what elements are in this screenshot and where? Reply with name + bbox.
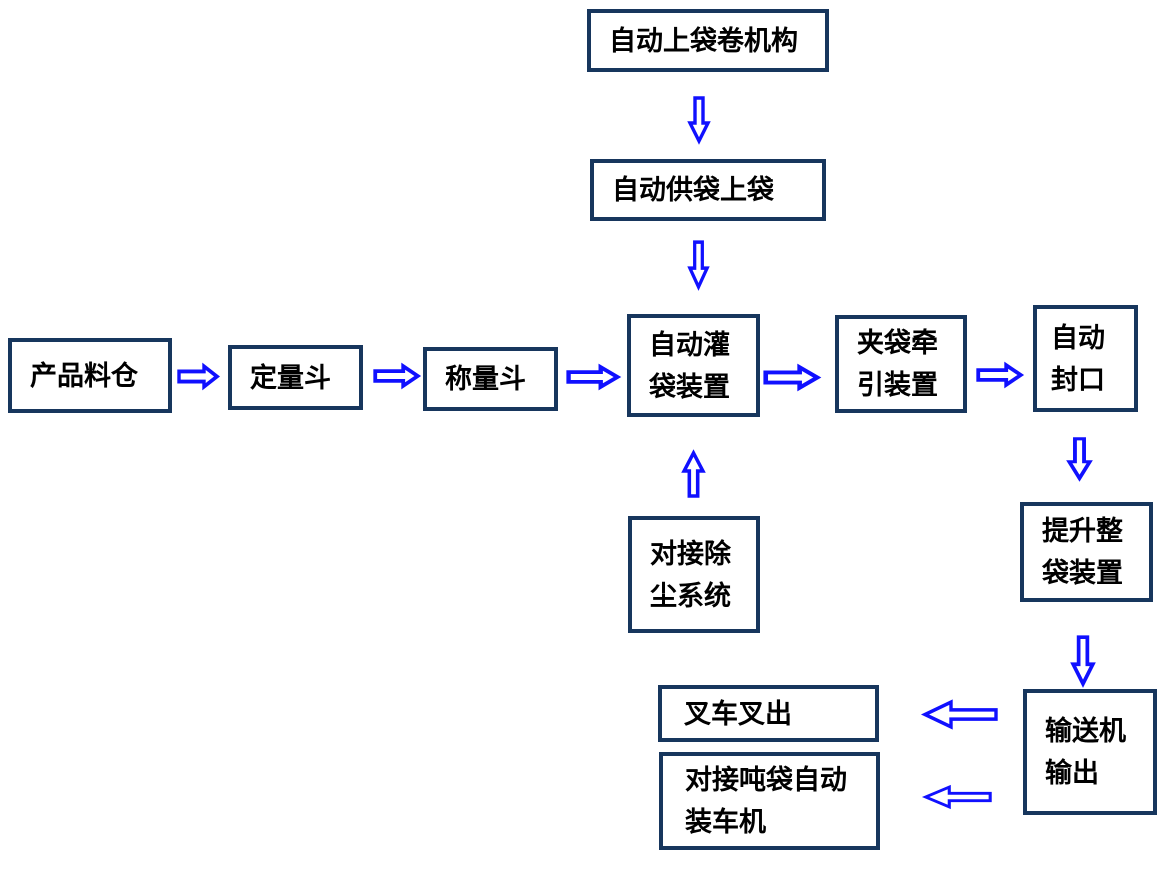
arrow-down-icon <box>687 96 711 145</box>
flow-box-label: 对接吨袋自动 <box>685 765 847 795</box>
flow-box-label: 称量斗 <box>445 364 526 394</box>
arrow-down-icon <box>1070 635 1096 688</box>
flow-box-label: 封口 <box>1051 364 1105 395</box>
arrow-right-icon <box>763 363 822 392</box>
flow-box-label: 提升整 <box>1042 516 1123 546</box>
flow-box-auto-bag-feed: 自动供袋上袋 <box>590 159 826 221</box>
flow-box-label: 袋装置 <box>1042 558 1123 588</box>
flow-box-label: 装车机 <box>685 807 766 837</box>
flow-box-label: 夹袋牵 <box>857 328 938 358</box>
arrow-left-icon <box>920 699 998 730</box>
flow-box-weighing-hopper: 称量斗 <box>423 347 558 411</box>
flow-box-label: 自动供袋上袋 <box>612 175 774 205</box>
flow-box-label: 自动灌 <box>649 329 730 360</box>
flow-box-bag-lifting-device: 提升整 袋装置 <box>1020 502 1153 602</box>
flow-box-conveyor-output: 输送机 输出 <box>1023 689 1157 815</box>
flow-box-auto-bag-roll-mechanism: 自动上袋卷机构 <box>587 9 829 72</box>
flow-box-label: 输出 <box>1045 758 1099 788</box>
flow-box-label: 产品料仓 <box>30 360 138 391</box>
flow-box-ton-bag-truck-loader: 对接吨袋自动 装车机 <box>659 752 880 850</box>
flow-box-bag-clamp-traction-device: 夹袋牵 引装置 <box>835 315 967 413</box>
flow-box-auto-sealing: 自动 封口 <box>1033 305 1138 412</box>
arrow-up-icon <box>681 449 706 498</box>
arrow-right-icon <box>177 362 220 391</box>
flow-box-product-silo: 产品料仓 <box>8 338 172 413</box>
flow-box-label: 自动 <box>1051 322 1105 353</box>
flow-box-dosing-hopper: 定量斗 <box>228 345 363 410</box>
flow-box-auto-bag-filling-device: 自动灌 袋装置 <box>627 314 760 417</box>
flow-box-dust-removal-system: 对接除 尘系统 <box>628 516 760 633</box>
flow-box-label: 对接除 <box>650 538 731 569</box>
arrow-down-icon <box>1066 437 1093 482</box>
flow-box-label: 引装置 <box>857 370 938 400</box>
arrow-right-icon <box>566 363 622 391</box>
flow-box-forklift-out: 叉车叉出 <box>658 685 879 742</box>
flow-box-label: 自动上袋卷机构 <box>609 25 798 56</box>
flow-box-label: 定量斗 <box>250 362 331 393</box>
flow-box-label: 袋装置 <box>649 371 730 402</box>
flow-box-label: 尘系统 <box>650 580 731 611</box>
arrow-left-icon <box>921 784 992 810</box>
arrow-right-icon <box>976 361 1025 389</box>
arrow-right-icon <box>373 362 422 390</box>
flow-box-label: 输送机 <box>1045 716 1126 746</box>
arrow-down-icon <box>687 240 710 291</box>
flow-box-label: 叉车叉出 <box>684 698 792 729</box>
